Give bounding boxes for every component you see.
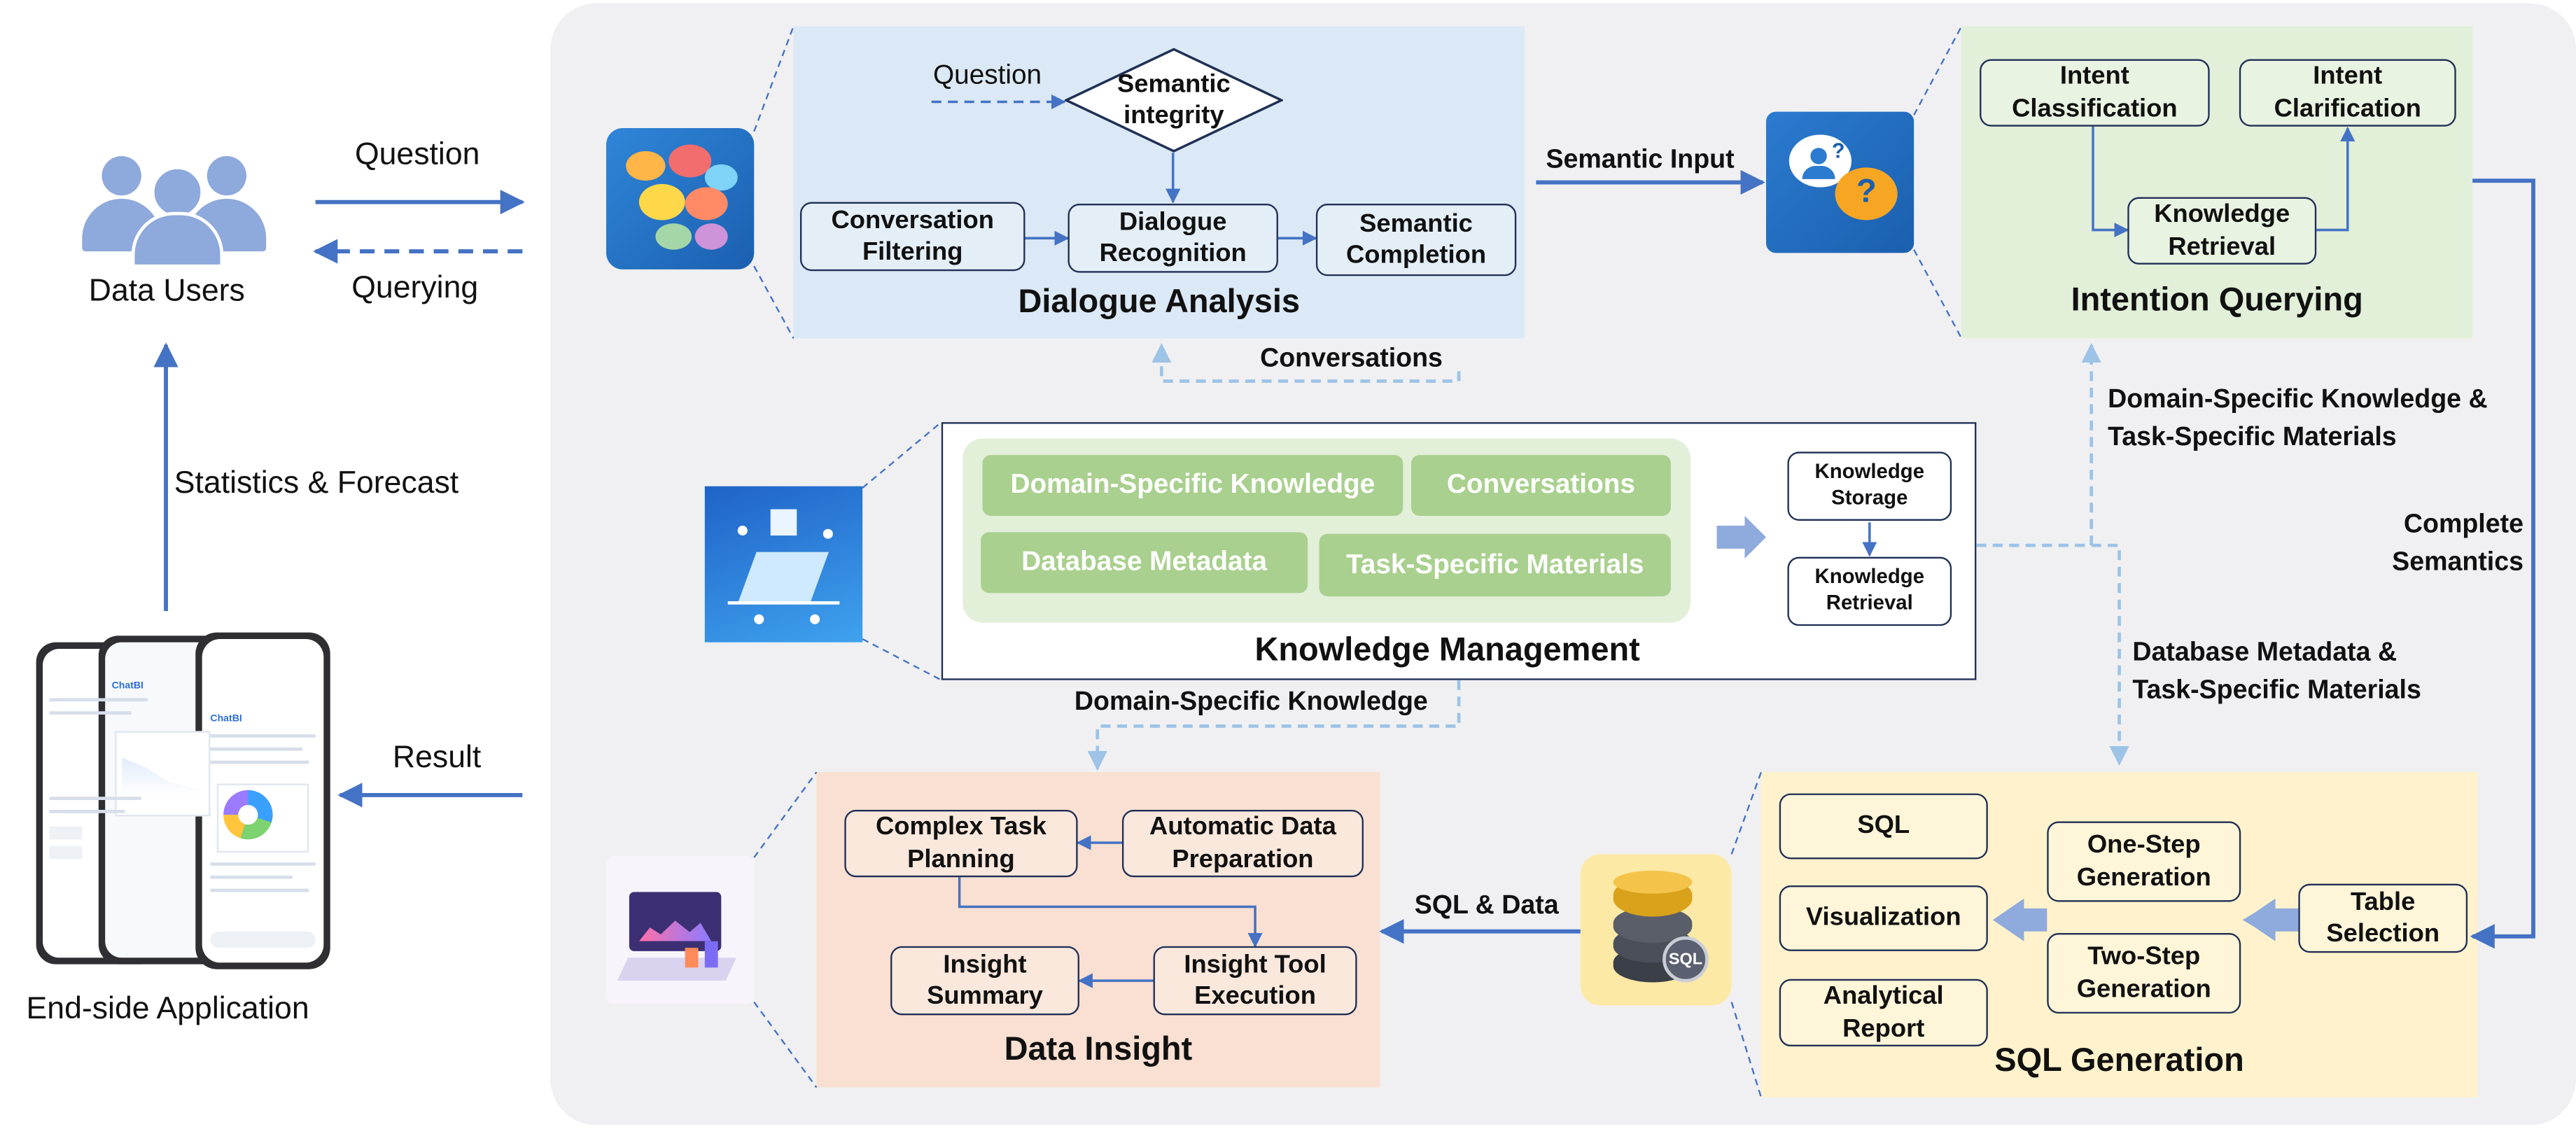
knowledge-management-title: Knowledge Management [1254, 632, 1640, 669]
visualization-output-node: Visualization [1779, 885, 1988, 951]
intention-knowledge-retrieval-node: Knowledge Retrieval [2127, 197, 2317, 265]
db-task-label: Database Metadata & Task-Specific Materi… [2132, 638, 2421, 706]
sql-generation-panel [1760, 772, 2478, 1098]
question-person-icon: ? ? [1765, 111, 1914, 253]
complete-semantics-label: Complete Semantics [2392, 510, 2524, 577]
semantic-integrity-diamond [1064, 48, 1283, 153]
sql-badge: SQL [1662, 936, 1709, 983]
sql-generation-title: SQL Generation [1994, 1043, 2244, 1079]
conversations-label: Conversations [1260, 344, 1443, 373]
insight-tool-execution-node: Insight Tool Execution [1153, 946, 1357, 1016]
automatic-data-preparation-node: Automatic Data Preparation [1121, 810, 1364, 878]
domain-task-flow [1976, 343, 2101, 547]
tag-domain-knowledge: Domain-Specific Knowledge [982, 455, 1404, 516]
tag-database-metadata: Database Metadata [981, 532, 1308, 594]
phone-brand: ChatBI [111, 681, 144, 692]
intent-clarification-node: Intent Clarification [2239, 59, 2456, 127]
phone-mockups: ChatBI ChatBI [36, 632, 332, 969]
data-insight-panel [816, 772, 1380, 1088]
users-icon [76, 155, 273, 268]
conversation-filtering-node: Conversation Filtering [799, 202, 1026, 272]
dialogue-analysis-title: Dialogue Analysis [1018, 284, 1301, 321]
semantic-input-label: Semantic Input [1546, 146, 1735, 174]
phone-brand-front: ChatBI [210, 714, 242, 725]
two-step-generation-node: Two-Step Generation [2047, 933, 2241, 1014]
dashboard-illustration-icon [606, 855, 755, 1004]
conversations-flow [1152, 343, 1461, 383]
sql-output-node: SQL [1779, 793, 1988, 860]
intent-classification-node: Intent Classification [1980, 59, 2210, 127]
tag-conversations: Conversations [1411, 455, 1671, 516]
domain-knowledge-flow [1087, 680, 1461, 771]
data-insight-title: Data Insight [1004, 1031, 1193, 1068]
semantic-integrity-node: Semantic integrity [1116, 70, 1231, 130]
sql-data-label: SQL & Data [1414, 892, 1559, 920]
querying-label: Querying [351, 271, 479, 306]
tag-task-materials: Task-Specific Materials [1319, 533, 1671, 596]
dialogue-question-label: Question [933, 60, 1042, 91]
insight-summary-node: Insight Summary [890, 946, 1079, 1016]
complete-semantics-arrow [2470, 178, 2535, 949]
database-icon: SQL [1580, 854, 1732, 1006]
analytical-report-node: Analytical Report [1779, 979, 1988, 1047]
knowledge-storage-node: Knowledge Storage [1787, 451, 1952, 521]
domain-task-label: Domain-Specific Knowledge & Task-Specifi… [2108, 386, 2488, 452]
db-task-flow [1976, 543, 2129, 766]
users-label: Data Users [88, 274, 245, 309]
intention-querying-title: Intention Querying [2071, 282, 2363, 319]
domain-knowledge-label: Domain-Specific Knowledge [1074, 688, 1428, 717]
knowledge-retrieval-node: Knowledge Retrieval [1787, 556, 1952, 626]
intention-querying-panel [1961, 26, 2473, 339]
one-step-generation-node: One-Step Generation [2047, 821, 2241, 902]
table-selection-node: Table Selection [2298, 883, 2468, 953]
semantic-completion-node: Semantic Completion [1315, 204, 1517, 276]
chat-bubbles-icon [606, 128, 755, 269]
question-label: Question [354, 138, 480, 173]
dialogue-recognition-node: Dialogue Recognition [1068, 204, 1278, 273]
stats-forecast-label: Statistics & Forecast [174, 466, 459, 501]
knowledge-network-icon [704, 486, 863, 643]
result-label: Result [392, 741, 482, 776]
app-label: End-side Application [26, 992, 309, 1027]
complex-task-planning-node: Complex Task Planning [844, 810, 1078, 878]
